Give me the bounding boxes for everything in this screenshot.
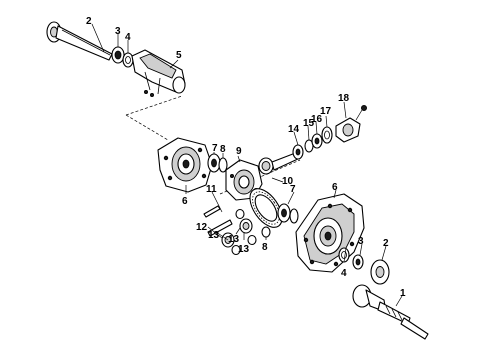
output-flange	[370, 259, 390, 285]
callout-9: 9	[236, 146, 242, 157]
cv-axle-shaft	[352, 284, 429, 340]
washer-8-small	[261, 226, 271, 238]
seal-upper	[122, 52, 134, 68]
relation-line	[125, 95, 183, 116]
carrier-housing-left	[157, 137, 213, 193]
leader-lines	[91, 23, 403, 307]
callout-7: 7	[212, 143, 218, 154]
pinion-yoke	[335, 105, 367, 143]
bearing-lower	[352, 254, 364, 270]
pinion-gear	[258, 151, 301, 175]
callout-13c: 13	[238, 244, 250, 255]
callout-18: 18	[338, 93, 350, 104]
callout-5: 5	[176, 50, 182, 61]
axle-tube-housing	[131, 49, 186, 98]
bearing-16	[311, 133, 323, 149]
callout-2: 2	[86, 16, 92, 27]
callout-12: 12	[196, 222, 208, 233]
callout-15: 15	[303, 118, 315, 129]
callout-10: 10	[282, 176, 294, 187]
callout-6-right: 6	[332, 182, 338, 193]
callout-6: 6	[182, 196, 188, 207]
callout-8: 8	[220, 144, 226, 155]
callout-8-small: 8	[262, 242, 268, 253]
callout-3-lower: 3	[358, 236, 364, 247]
pinion-bearing-14	[292, 144, 304, 160]
callout-7-center: 7	[290, 184, 296, 195]
bearing-7	[207, 153, 221, 173]
callout-16: 16	[311, 114, 323, 125]
shim-8-center	[289, 208, 299, 224]
relation-line	[219, 159, 301, 195]
callout-13b: 13	[228, 234, 240, 245]
axle-shaft-upper	[46, 21, 113, 61]
bearing-7-center	[277, 203, 291, 223]
relation-line	[125, 114, 169, 141]
bearing-upper	[111, 46, 125, 64]
callout-14: 14	[288, 124, 300, 135]
callout-2-lower: 2	[383, 238, 389, 249]
ring-gear	[249, 188, 283, 228]
callout-4: 4	[125, 32, 131, 43]
seal-17	[321, 126, 333, 144]
callout-3: 3	[115, 26, 121, 37]
callout-17: 17	[320, 106, 332, 117]
callout-13a: 13	[208, 230, 220, 241]
callout-11: 11	[206, 184, 217, 195]
callout-4-lower: 4	[341, 268, 347, 279]
callout-1: 1	[400, 288, 406, 299]
